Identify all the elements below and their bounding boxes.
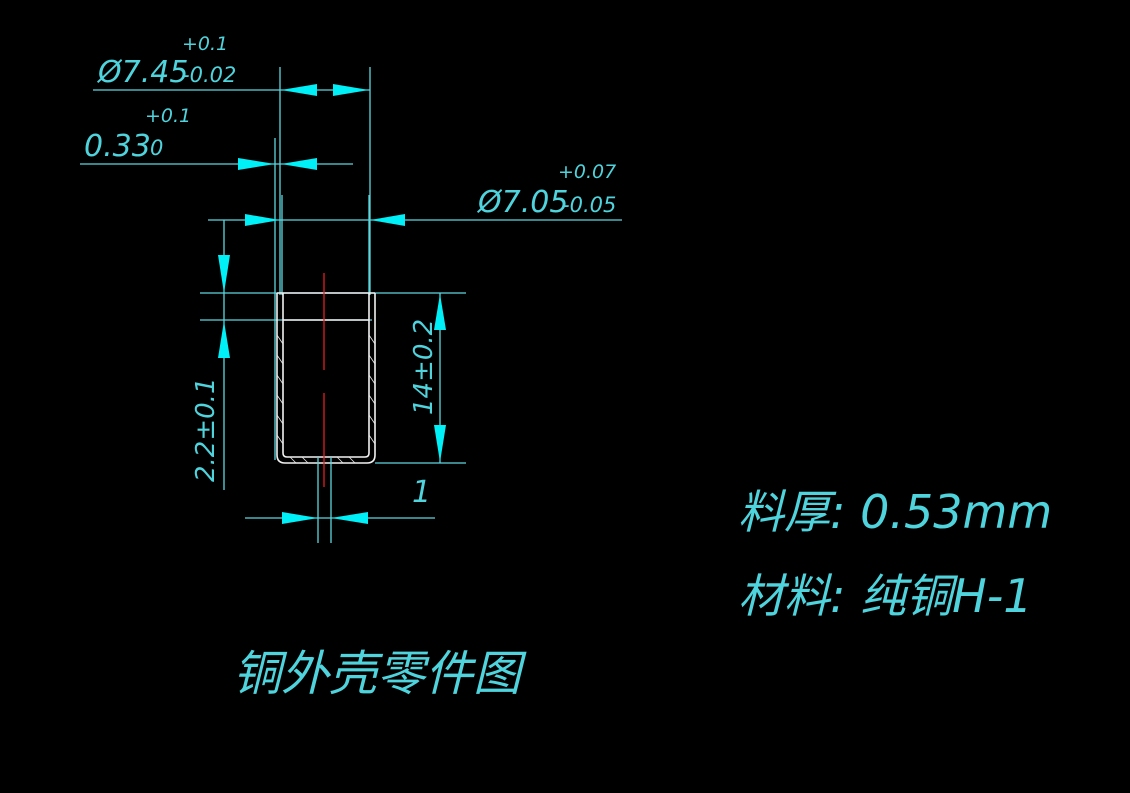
- arrow-down-icon: [434, 425, 446, 462]
- copper-shell-part: [276, 273, 376, 487]
- arrow-right-icon: [282, 512, 318, 524]
- arrow-right-icon: [238, 158, 275, 170]
- inner-diameter-upper: +0.07: [558, 161, 616, 183]
- arrow-left-icon: [331, 512, 368, 524]
- outer-diameter-dimension: Ø7.45 +0.1 -0.02: [93, 33, 371, 295]
- bottom-hole-label: 1: [412, 475, 431, 510]
- arrow-right-icon: [333, 84, 369, 96]
- thickness-note: 料厚: 0.53mm: [738, 485, 1052, 539]
- drawing-title: 铜外壳零件图: [233, 646, 527, 702]
- outer-diameter-base: Ø7.45: [96, 55, 188, 90]
- arrow-left-icon: [370, 214, 405, 226]
- material-note: 材料: 纯铜H-1: [738, 569, 1033, 623]
- outer-diameter-upper: +0.1: [182, 33, 228, 55]
- wall-lower: 0: [150, 136, 163, 160]
- arrow-left-icon: [281, 84, 317, 96]
- arrow-up-icon: [218, 321, 230, 358]
- inner-diameter-lower: -0.05: [562, 193, 616, 217]
- arrow-right-icon: [245, 214, 280, 226]
- wall-upper: +0.1: [145, 105, 191, 127]
- arrow-left-icon: [281, 158, 317, 170]
- flange-height-label: 2.2±0.1: [191, 378, 221, 482]
- wall-base: 0.33: [84, 129, 151, 164]
- arrow-down-icon: [218, 255, 230, 293]
- height-dimension: 14±0.2: [375, 293, 466, 464]
- hatch-pattern: [276, 334, 376, 464]
- height-label: 14±0.2: [409, 319, 439, 415]
- outer-diameter-lower: -0.02: [182, 63, 236, 87]
- wall-thickness-dimension: 0.33 +0.1 0: [80, 105, 353, 460]
- flange-height-dimension: 2.2±0.1: [191, 220, 466, 490]
- bottom-hole-dimension: 1: [245, 457, 435, 543]
- arrow-up-icon: [434, 294, 446, 330]
- inner-diameter-base: Ø7.05: [476, 185, 568, 220]
- inner-diameter-dimension: Ø7.05 +0.07 -0.05: [208, 161, 622, 295]
